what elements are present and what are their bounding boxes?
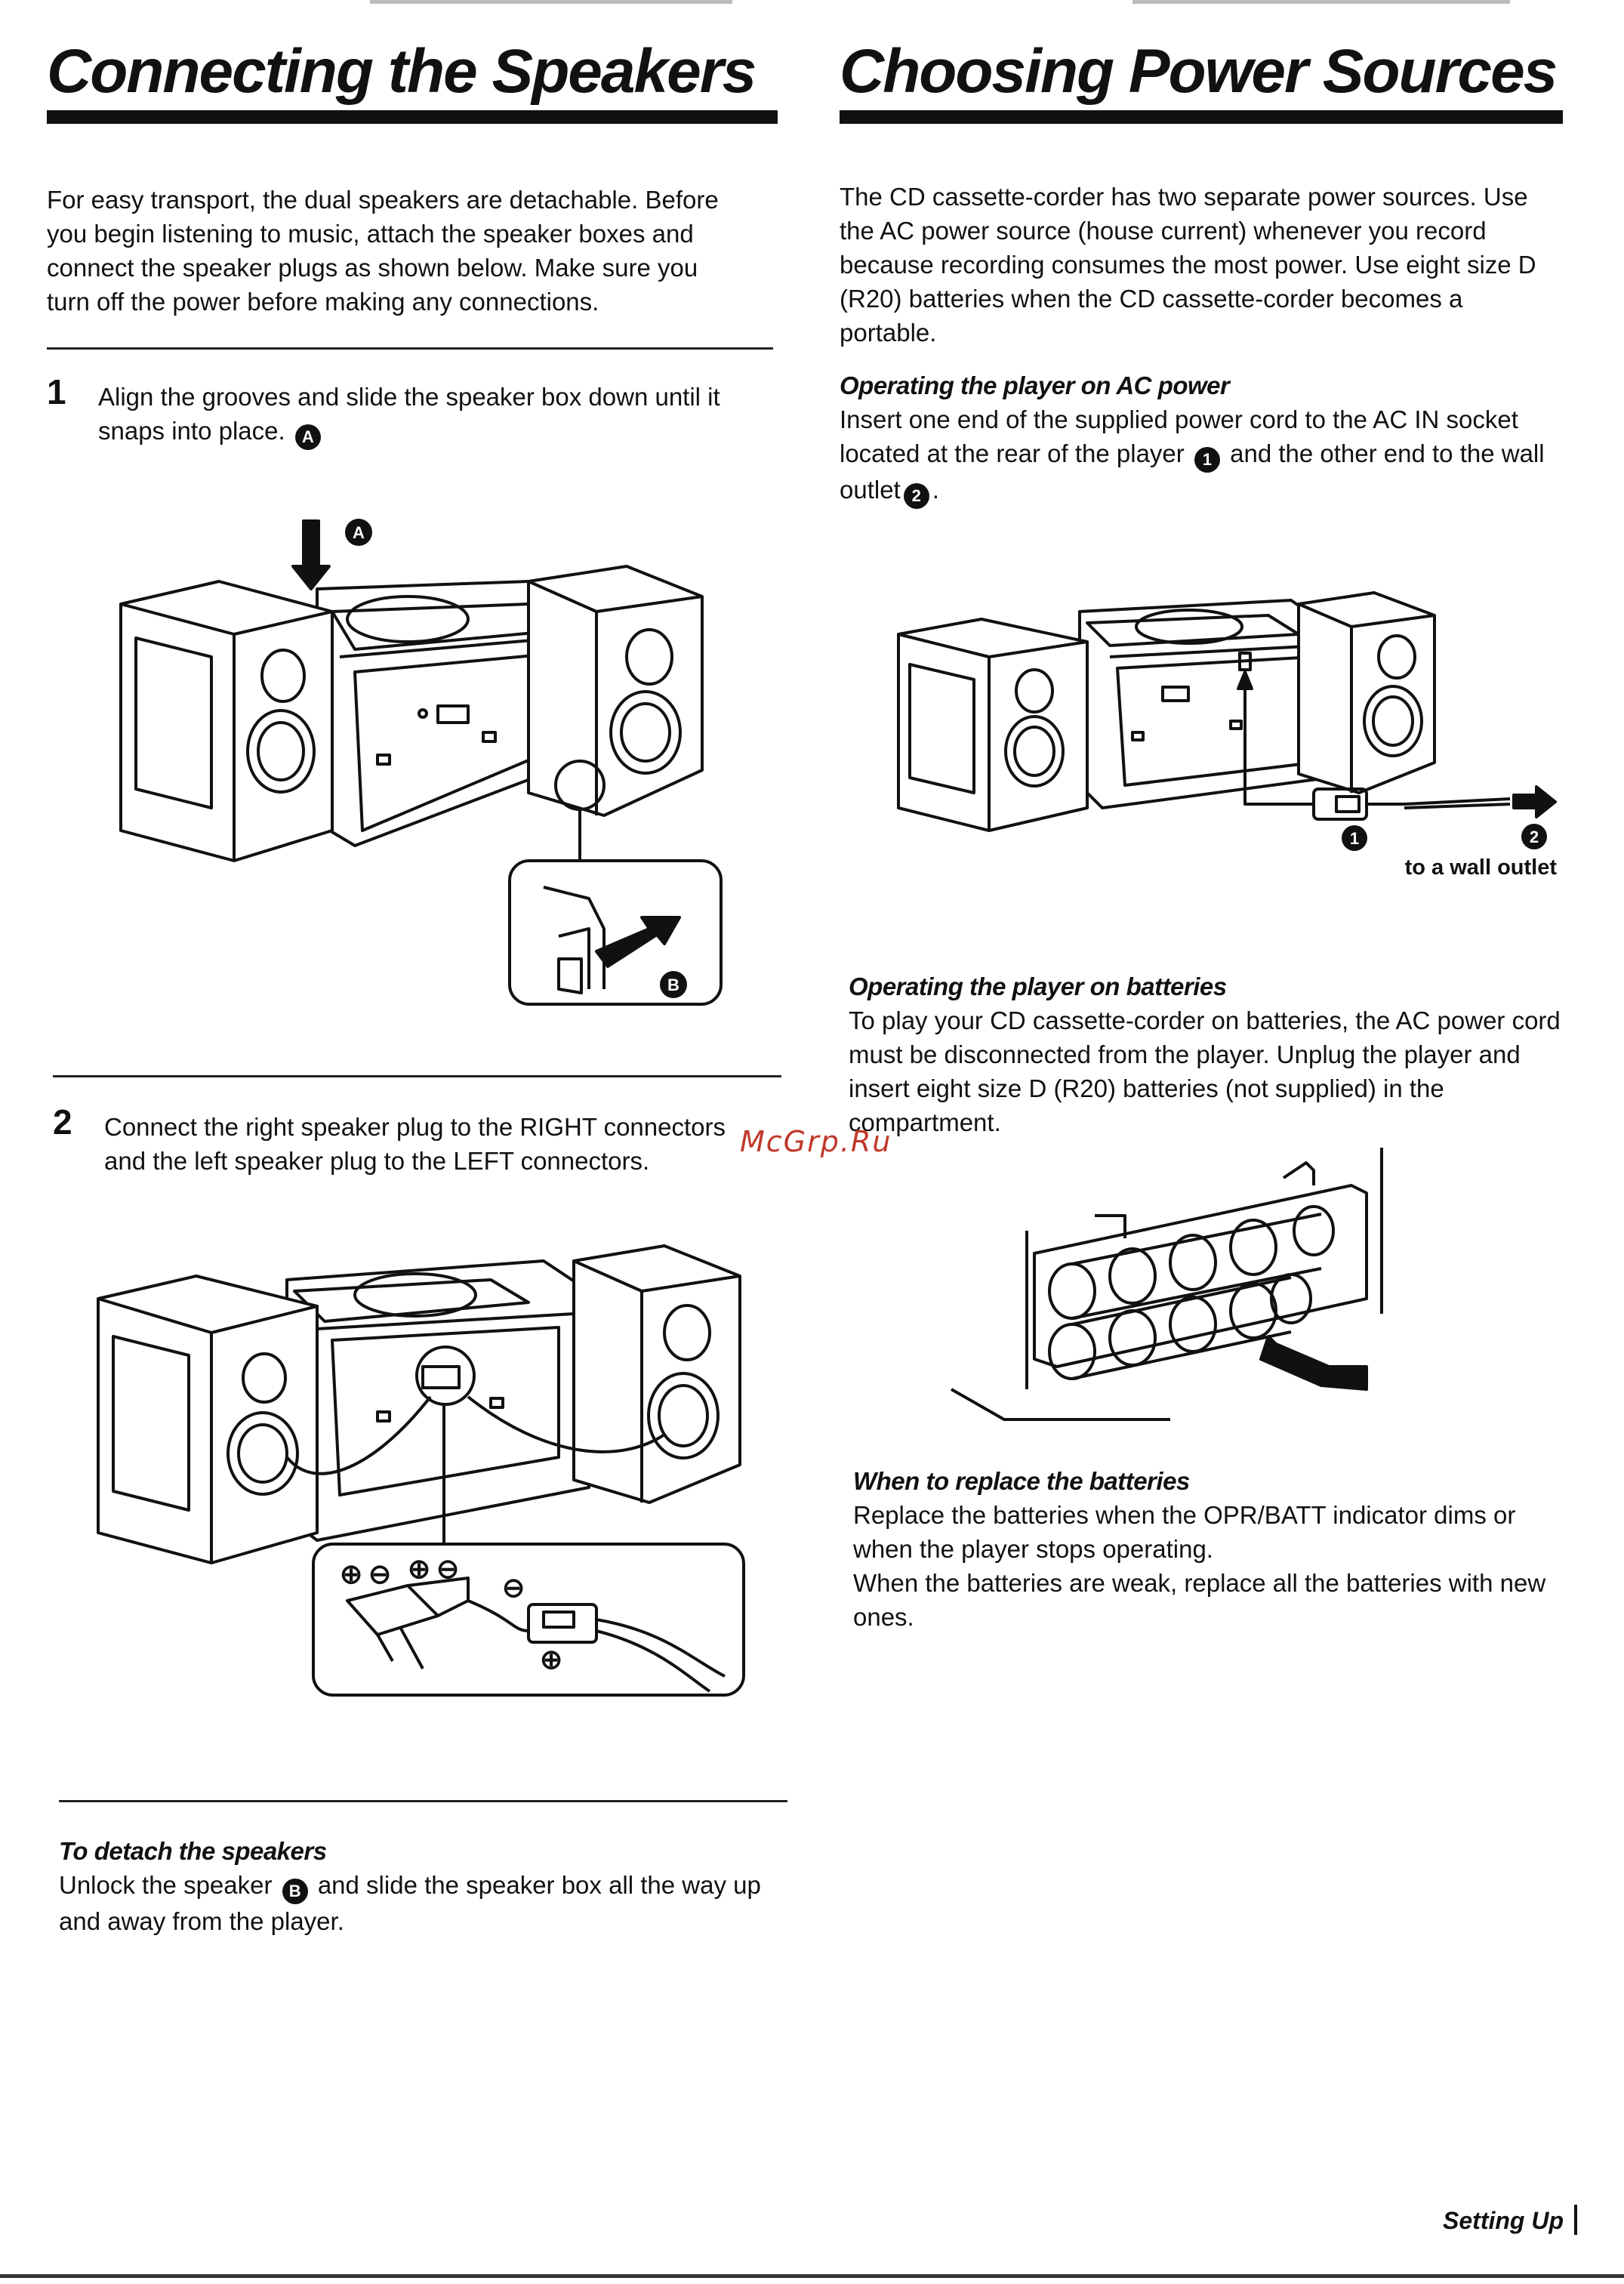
ac-section: Operating the player on AC power Insert …	[840, 369, 1579, 510]
detach-text-part1: Unlock the speaker	[59, 1871, 273, 1899]
battery-tray	[1033, 1184, 1368, 1368]
left-rule-3	[59, 1800, 787, 1802]
left-title-bar	[47, 110, 778, 125]
battery-row-bottom	[1048, 1273, 1312, 1380]
top-edge-mark-left	[370, 0, 732, 4]
figure-speaker-wiring: ⊕ ⊖ ⊕ ⊖ ⊖ ⊕	[97, 1244, 745, 1697]
step-1-text: Align the grooves and slide the speaker …	[98, 383, 720, 445]
detach-section: To detach the speakers Unlock the speake…	[59, 1835, 799, 1938]
step-2-number: 2	[53, 1102, 72, 1142]
step-2: 2 Connect the right speaker plug to the …	[53, 1105, 761, 1178]
bottom-edge-line	[0, 2274, 1624, 2278]
watermark: McGrp.Ru	[740, 1125, 892, 1158]
detach-heading: To detach the speakers	[59, 1837, 327, 1865]
marker-1-icon: 1	[1194, 447, 1220, 473]
insert-arrow-icon	[1259, 1335, 1368, 1391]
left-title: Connecting the Speakers	[47, 37, 757, 106]
right-title: Choosing Power Sources	[840, 37, 1558, 106]
right-arrow-icon	[1512, 785, 1557, 818]
step-2-text: Connect the right speaker plug to the RI…	[104, 1113, 726, 1175]
down-arrow-icon	[291, 519, 331, 590]
svg-text:1: 1	[1350, 829, 1359, 848]
right-title-bar	[840, 110, 1563, 125]
right-intro: The CD cassette-corder has two separate …	[840, 183, 1536, 347]
detail-inset	[508, 859, 723, 1006]
replace-heading: When to replace the batteries	[853, 1467, 1190, 1495]
ac-text-part1: Insert one end of the supplied power cor…	[840, 405, 1518, 468]
minus-icon: ⊖	[502, 1572, 525, 1603]
step-1-number: 1	[47, 372, 66, 412]
battery-text: To play your CD cassette-corder on batte…	[849, 1006, 1561, 1136]
replace-text-2: When the batteries are weak, replace all…	[853, 1569, 1546, 1631]
left-intro: For easy transport, the dual speakers ar…	[47, 186, 719, 316]
ac-text-part3: .	[932, 476, 939, 504]
marker-2-fig: 2	[1521, 824, 1547, 849]
replace-section: When to replace the batteries Replace th…	[853, 1465, 1593, 1634]
svg-text:2: 2	[1530, 828, 1539, 846]
battery-heading: Operating the player on batteries	[849, 972, 1227, 1000]
minus-icon: ⊖	[436, 1553, 459, 1584]
marker-2-icon: 2	[903, 483, 929, 510]
ac-text: Insert one end of the supplied power cor…	[840, 402, 1572, 510]
wall-outlet-label: to a wall outlet	[1405, 855, 1558, 880]
figure-battery-compartment	[951, 1148, 1383, 1421]
step-1: 1 Align the grooves and slide the speake…	[47, 375, 778, 451]
left-speaker-box	[897, 618, 1089, 832]
figure-ac-power: 1 2 to a wall outlet	[897, 591, 1558, 880]
top-edge-mark-right	[1132, 0, 1510, 4]
right-speaker-box	[527, 565, 704, 817]
marker-b-icon: B	[282, 1879, 308, 1904]
svg-text:A: A	[353, 523, 365, 542]
marker-b-fig: B	[660, 971, 687, 998]
footer-label: Setting Up	[1443, 2207, 1564, 2234]
right-column: Choosing Power Sources The CD cassette-c…	[840, 30, 1579, 510]
plus-icon: ⊕	[408, 1553, 430, 1584]
left-rule-1	[47, 347, 773, 350]
footer-bar	[1574, 2205, 1577, 2235]
right-speaker-box	[572, 1244, 741, 1504]
plus-icon: ⊕	[540, 1644, 562, 1675]
up-arrow-icon	[1237, 670, 1253, 690]
slide-arrow-icon	[595, 916, 681, 968]
plus-icon: ⊕	[340, 1558, 362, 1589]
ac-heading: Operating the player on AC power	[840, 371, 1230, 400]
player-body	[285, 1259, 590, 1542]
battery-row-top	[1048, 1205, 1335, 1320]
left-speaker-box	[119, 580, 334, 862]
left-rule-2	[53, 1075, 781, 1077]
detach-text: Unlock the speaker B and slide the speak…	[59, 1868, 799, 1938]
figure-speaker-attach: A B	[119, 519, 723, 1006]
marker-a-fig: A	[345, 519, 372, 546]
battery-section: Operating the player on batteries To pla…	[849, 970, 1589, 1139]
right-speaker-box	[1297, 591, 1436, 794]
left-column: Connecting the Speakers For easy transpo…	[47, 30, 778, 451]
replace-text-1: Replace the batteries when the OPR/BATT …	[853, 1501, 1516, 1563]
marker-a-icon: A	[294, 424, 321, 451]
svg-text:B: B	[667, 976, 679, 994]
footer: Setting Up	[1443, 2205, 1577, 2235]
ac-text-part2: and the other end to the wall outlet	[840, 439, 1545, 504]
minus-icon: ⊖	[368, 1558, 391, 1589]
detach-text-part2: and slide the speaker box all the way up…	[59, 1871, 761, 1935]
marker-1-fig: 1	[1342, 825, 1367, 851]
